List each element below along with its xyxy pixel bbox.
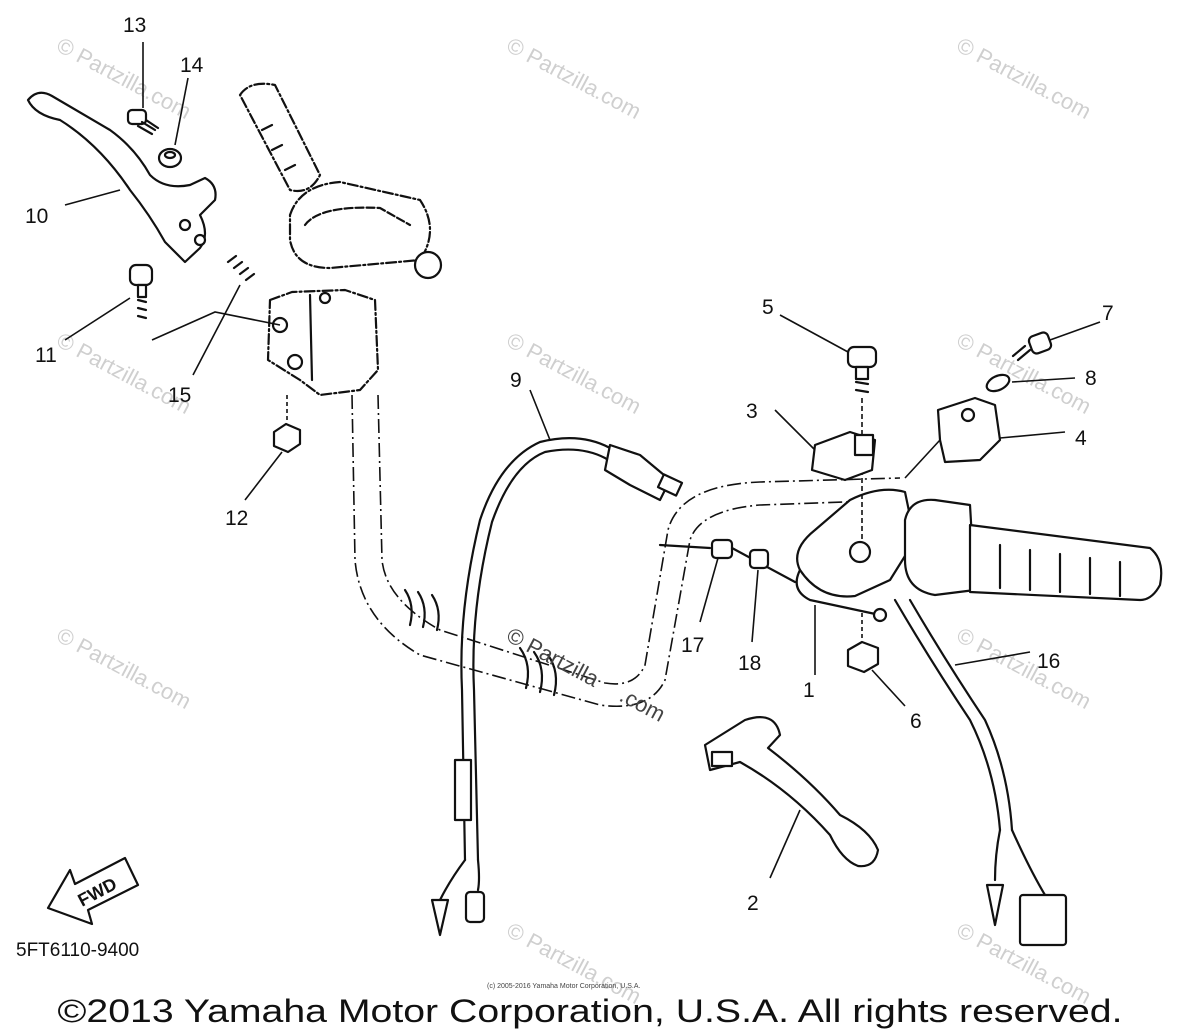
callout-6: 6 bbox=[910, 710, 922, 733]
callout-7: 7 bbox=[1102, 302, 1114, 325]
copyright-footer: ©2013 Yamaha Motor Corporation, U.S.A. A… bbox=[58, 993, 1123, 1029]
callout-10: 10 bbox=[25, 205, 48, 228]
part-code: 5FT6110-9400 bbox=[16, 940, 139, 961]
clamp-3 bbox=[810, 430, 877, 482]
throttle-housing bbox=[795, 488, 917, 623]
callout-13: 13 bbox=[123, 14, 146, 37]
callout-15: 15 bbox=[168, 384, 191, 407]
callout-9: 9 bbox=[510, 369, 522, 392]
callout-4: 4 bbox=[1075, 427, 1087, 450]
callout-1: 1 bbox=[803, 679, 815, 702]
callout-18: 18 bbox=[738, 652, 761, 675]
fine-print: (c) 2005-2016 Yamaha Motor Corporation, … bbox=[487, 983, 640, 990]
nut-6 bbox=[846, 612, 880, 674]
callout-17: 17 bbox=[681, 634, 704, 657]
adjuster-17 bbox=[658, 538, 797, 584]
watermark: © Partzilla.com bbox=[53, 622, 196, 714]
watermark: © Partzilla.com bbox=[503, 32, 646, 124]
callout-3: 3 bbox=[746, 400, 758, 423]
callout-8: 8 bbox=[1085, 367, 1097, 390]
left-grip bbox=[238, 82, 443, 280]
fwd-arrow: FWD bbox=[46, 856, 140, 926]
leader-lines bbox=[64, 42, 1101, 879]
handlebar-outline bbox=[351, 394, 901, 707]
adjuster-18 bbox=[748, 548, 770, 570]
screw-7 bbox=[1011, 331, 1053, 362]
callout-2: 2 bbox=[747, 892, 759, 915]
watermark: © Partzilla.com bbox=[953, 622, 1096, 714]
callout-16: 16 bbox=[1037, 650, 1060, 673]
watermark: © Partzilla.com bbox=[953, 32, 1096, 124]
throttle-cable-16 bbox=[893, 598, 1068, 947]
nut-14 bbox=[157, 147, 183, 169]
callout-14: 14 bbox=[180, 54, 204, 77]
bolt-5 bbox=[846, 345, 878, 540]
watermark: © Partzilla.com bbox=[503, 327, 646, 419]
switch-cable-9 bbox=[430, 437, 684, 937]
right-grip bbox=[903, 498, 1163, 602]
right-lever-2 bbox=[703, 716, 880, 868]
center-watermark-line2: .com bbox=[616, 682, 670, 726]
nut-12 bbox=[272, 395, 302, 454]
callout-12: 12 bbox=[225, 507, 248, 530]
callout-5: 5 bbox=[762, 296, 774, 319]
washer-8 bbox=[985, 373, 1011, 393]
master-cylinder bbox=[266, 288, 380, 397]
holder-4 bbox=[904, 396, 1002, 479]
bolt-13 bbox=[126, 108, 160, 136]
left-lever bbox=[26, 91, 217, 264]
callout-11: 11 bbox=[35, 344, 57, 367]
callout-labels: 1 2 3 4 5 6 7 8 9 10 11 12 13 14 15 16 1… bbox=[25, 14, 1114, 915]
spring-15 bbox=[226, 254, 256, 282]
pivot-bolt-11 bbox=[128, 263, 281, 341]
